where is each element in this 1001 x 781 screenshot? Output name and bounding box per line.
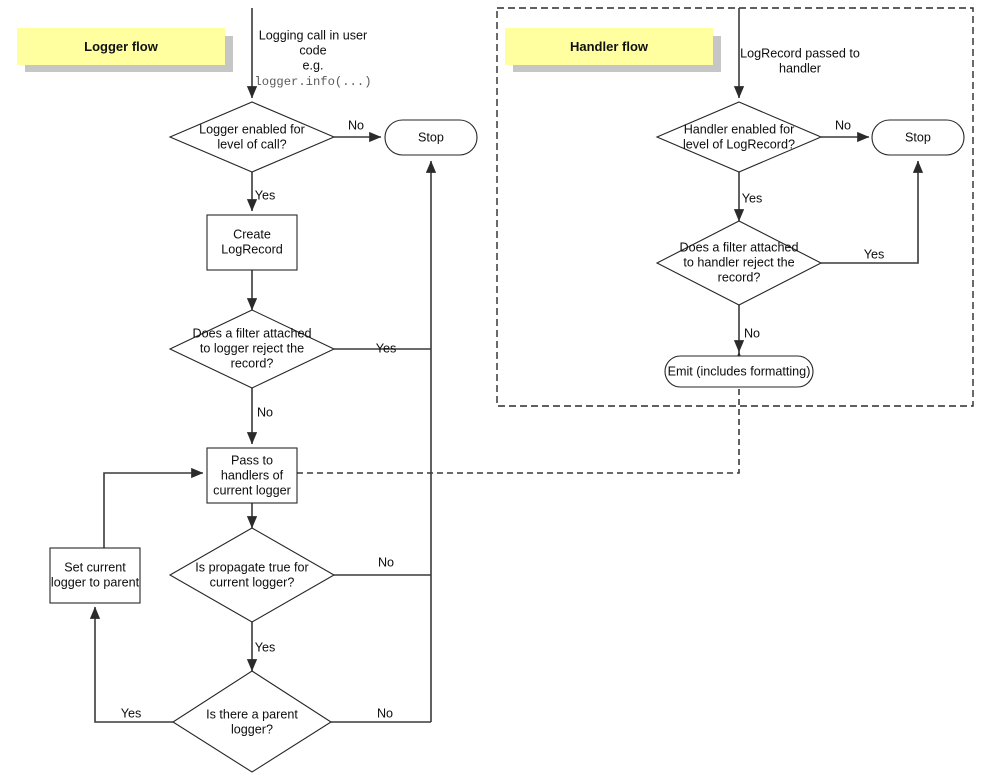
node-handler-filter-line1: Does a filter attached [679,240,798,254]
node-handler-enabled[interactable]: Handler enabled for level of LogRecord? [655,101,823,173]
logger-flow-banner: Logger flow [17,28,233,72]
logger-entry-caption-line2: code [299,43,326,57]
node-logger-enabled-line2: level of call? [217,137,286,151]
edge-label-propagate-yes: Yes [255,640,276,654]
handler-flow-banner-label: Handler flow [570,39,649,54]
handler-entry-caption-line2: handler [779,61,821,75]
node-logger-enabled[interactable]: Logger enabled for level of call? [168,101,336,173]
logger-entry-caption: Logging call in user code e.g. logger.in… [254,28,371,89]
node-pass-to-handlers[interactable]: Pass to handlers of current logger [206,447,298,504]
node-handler-enabled-shape [655,101,823,173]
edge-label-logger-filter-no: No [257,405,273,419]
node-logger-filter-line3: record? [231,356,274,370]
node-pass-to-handlers-shape [206,447,298,504]
node-emit-label: Emit (includes formatting) [668,364,811,378]
edge-label-handler-filter-yes: Yes [864,247,885,261]
node-is-parent[interactable]: Is there a parent logger? [171,670,333,773]
edge-label-handler-filter-no: No [744,326,760,340]
node-create-logrecord[interactable]: Create LogRecord [206,214,298,271]
handler-flow-banner: Handler flow [505,28,721,72]
node-handler-enabled-line1: Handler enabled for [684,122,795,136]
node-is-propagate-shape [168,527,336,623]
node-create-logrecord-line1: Create [233,227,271,241]
edge-label-parent-yes: Yes [121,706,142,720]
logger-entry-caption-code: logger.info(...) [254,75,371,89]
node-stop-logger-shape [384,119,478,156]
node-logger-filter-shape [168,309,336,389]
node-is-parent-line1: Is there a parent [206,707,298,721]
node-is-propagate-line1: Is propagate true for [195,560,308,574]
edge-handler-filter-yes-to-stop [821,160,924,264]
logger-flow-banner-label: Logger flow [84,39,159,54]
node-logger-filter-line2: to logger reject the [200,341,304,355]
node-pass-to-handlers-line2: handlers of [221,468,284,482]
edge-label-logger-enabled-yes: Yes [255,188,276,202]
node-is-parent-line2: logger? [231,722,273,736]
node-stop-handler[interactable]: Stop [871,119,965,156]
node-set-current-logger[interactable]: Set current logger to parent [49,547,141,604]
node-logger-filter[interactable]: Does a filter attached to logger reject … [168,309,336,389]
handler-flow-group-border [496,7,974,407]
logger-entry-caption-line1: Logging call in user [259,28,368,42]
node-set-current-logger-line1: Set current [64,560,126,574]
node-set-current-logger-line2: logger to parent [51,575,140,589]
handler-entry-caption: LogRecord passed to handler [740,46,860,75]
node-set-current-logger-shape [49,547,141,604]
edge-label-logger-filter-yes: Yes [376,341,397,355]
node-pass-to-handlers-line1: Pass to [231,453,273,467]
logger-flow-banner-fill [17,28,225,65]
node-handler-filter-line2: to handler reject the [683,255,794,269]
edge-pass-to-handler-flow [297,351,745,474]
node-pass-to-handlers-line3: current logger [213,483,291,497]
edge-label-handler-enabled-no: No [835,118,851,132]
node-stop-handler-shape [871,119,965,156]
node-logger-enabled-line1: Logger enabled for [199,122,305,136]
node-is-parent-shape [171,670,333,773]
edge-parent-yes-to-set-logger [89,606,173,723]
handler-entry-caption-line1: LogRecord passed to [740,46,860,60]
node-stop-logger[interactable]: Stop [384,119,478,156]
node-logger-filter-line1: Does a filter attached [192,326,311,340]
edge-label-propagate-no: No [378,555,394,569]
node-handler-filter-shape [655,220,823,306]
node-handler-filter[interactable]: Does a filter attached to handler reject… [655,220,823,306]
logger-entry-caption-line3: e.g. [302,58,323,72]
node-is-propagate[interactable]: Is propagate true for current logger? [168,527,336,623]
node-emit-shape [664,355,814,388]
node-create-logrecord-shape [206,214,298,271]
edge-label-handler-enabled-yes: Yes [742,191,763,205]
edge-label-logger-enabled-no: No [348,118,364,132]
node-is-propagate-line2: current logger? [210,575,295,589]
node-handler-filter-line3: record? [718,270,761,284]
edge-label-parent-no: No [377,706,393,720]
node-logger-enabled-shape [168,101,336,173]
node-emit[interactable]: Emit (includes formatting) [664,355,814,388]
node-handler-enabled-line2: level of LogRecord? [683,137,795,151]
node-create-logrecord-line2: LogRecord [221,242,283,256]
node-stop-handler-label: Stop [905,130,931,144]
handler-flow-banner-fill [505,28,713,65]
node-stop-logger-label: Stop [418,130,444,144]
edge-set-logger-to-pass [103,467,204,548]
